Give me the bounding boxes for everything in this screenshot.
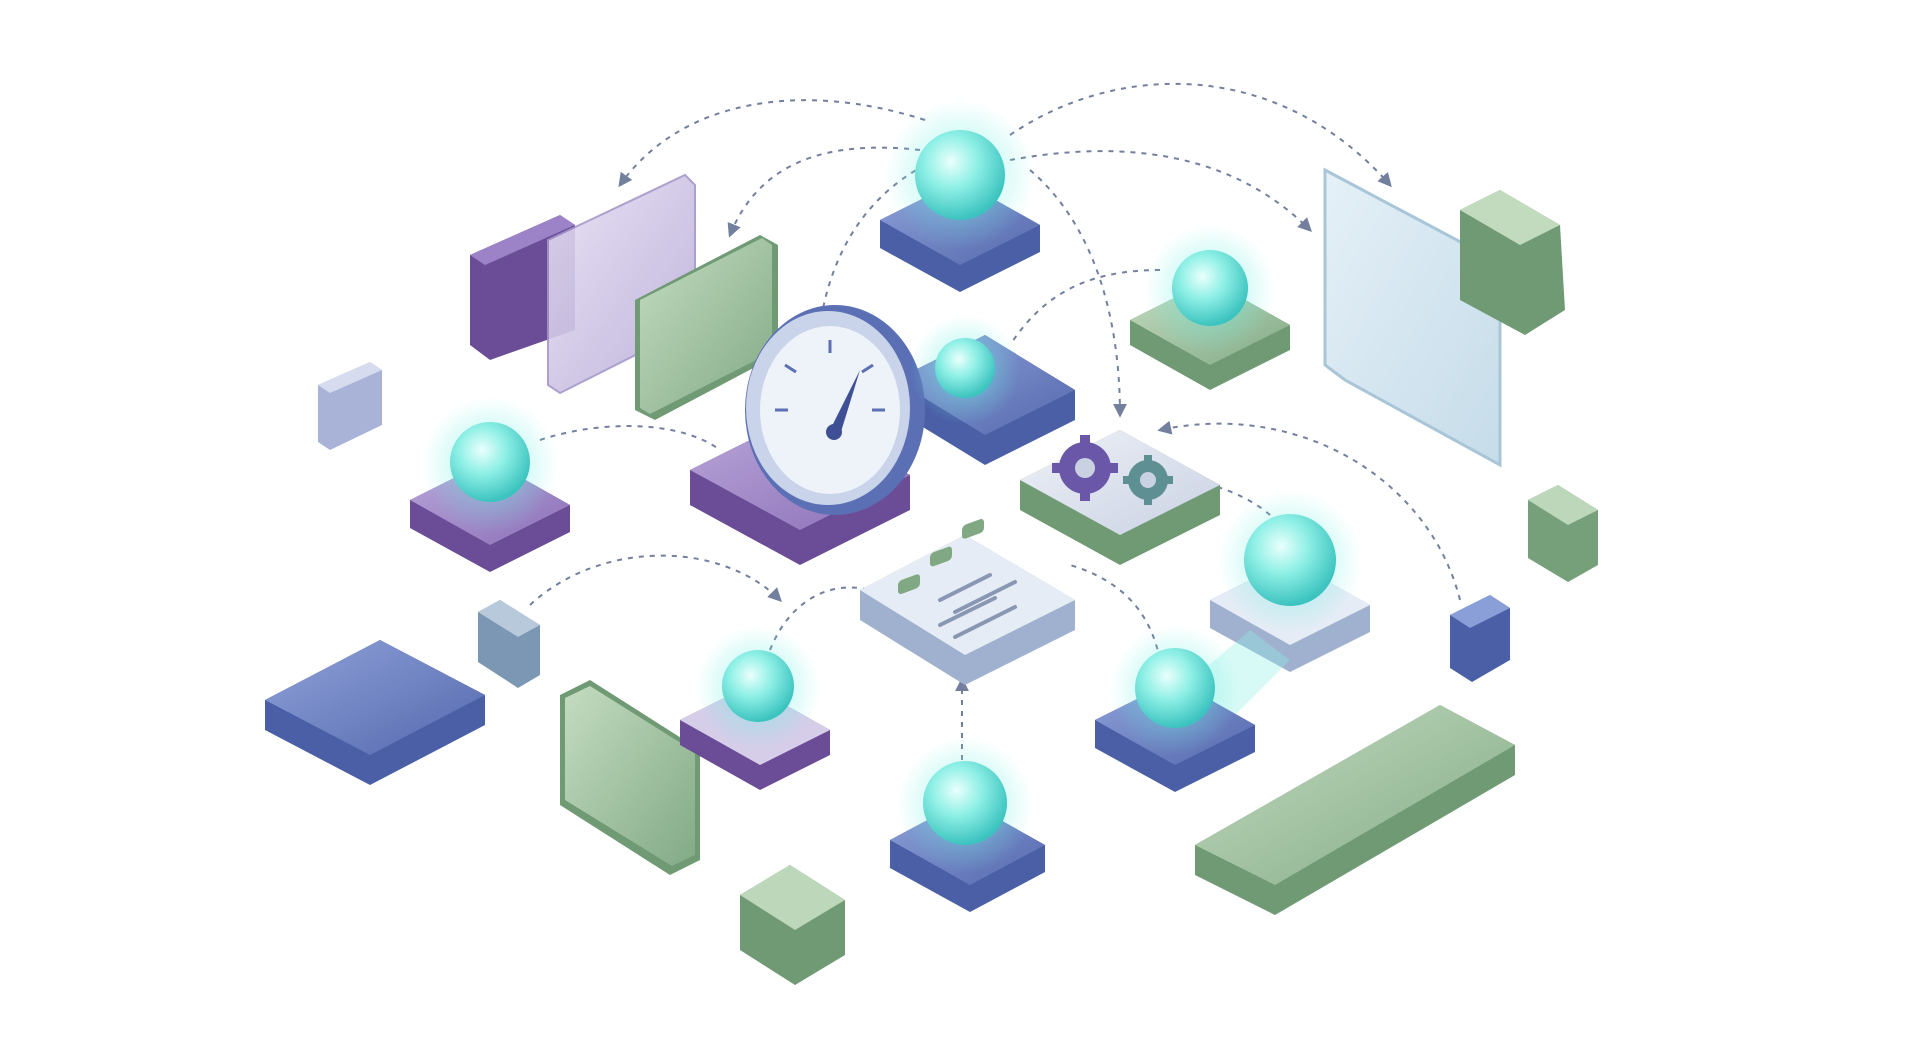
orb-right-lower — [1110, 625, 1240, 755]
orb-top — [885, 100, 1035, 250]
small-blue-cube-right — [1450, 595, 1510, 682]
connector-top-to-right-mid — [1009, 150, 1312, 232]
orb-left — [422, 397, 558, 533]
checklist-icon — [898, 519, 1017, 639]
gears-icon — [1052, 435, 1173, 505]
connector-top-to-gears — [1029, 169, 1127, 418]
connector-bottom-left-to-checklist — [529, 554, 782, 606]
connector-left-orb-to-gauge — [539, 425, 721, 451]
green-panel-right — [1460, 190, 1565, 335]
small-bluegrey-cube — [478, 600, 540, 688]
green-cube-bottom — [740, 865, 845, 985]
connectors — [529, 82, 1461, 760]
green-slab-bottom-right — [1195, 705, 1515, 915]
small-green-cube-right — [1528, 485, 1598, 582]
orb-right-mid — [1218, 490, 1362, 634]
connector-orb-right-low-to-checklist — [1069, 564, 1161, 661]
green-panel-left — [635, 235, 778, 420]
speedometer-icon — [745, 305, 925, 515]
connector-orb-right-to-blue-tile — [1009, 269, 1161, 346]
orb-right-upper — [1145, 225, 1275, 355]
gears-tile — [1020, 430, 1220, 565]
blue-slab-bottom-left — [265, 640, 485, 785]
connector-top-to-left-panel — [618, 99, 926, 188]
orb-bottom-center — [897, 737, 1033, 873]
orb-bottom-left — [696, 626, 820, 750]
connector-top-to-right-panel — [1009, 82, 1392, 188]
small-lavender-cube — [318, 362, 382, 450]
orb-center — [910, 315, 1020, 425]
green-panel-bottom-left — [560, 680, 700, 875]
connector-orb-to-checklist — [769, 586, 871, 651]
